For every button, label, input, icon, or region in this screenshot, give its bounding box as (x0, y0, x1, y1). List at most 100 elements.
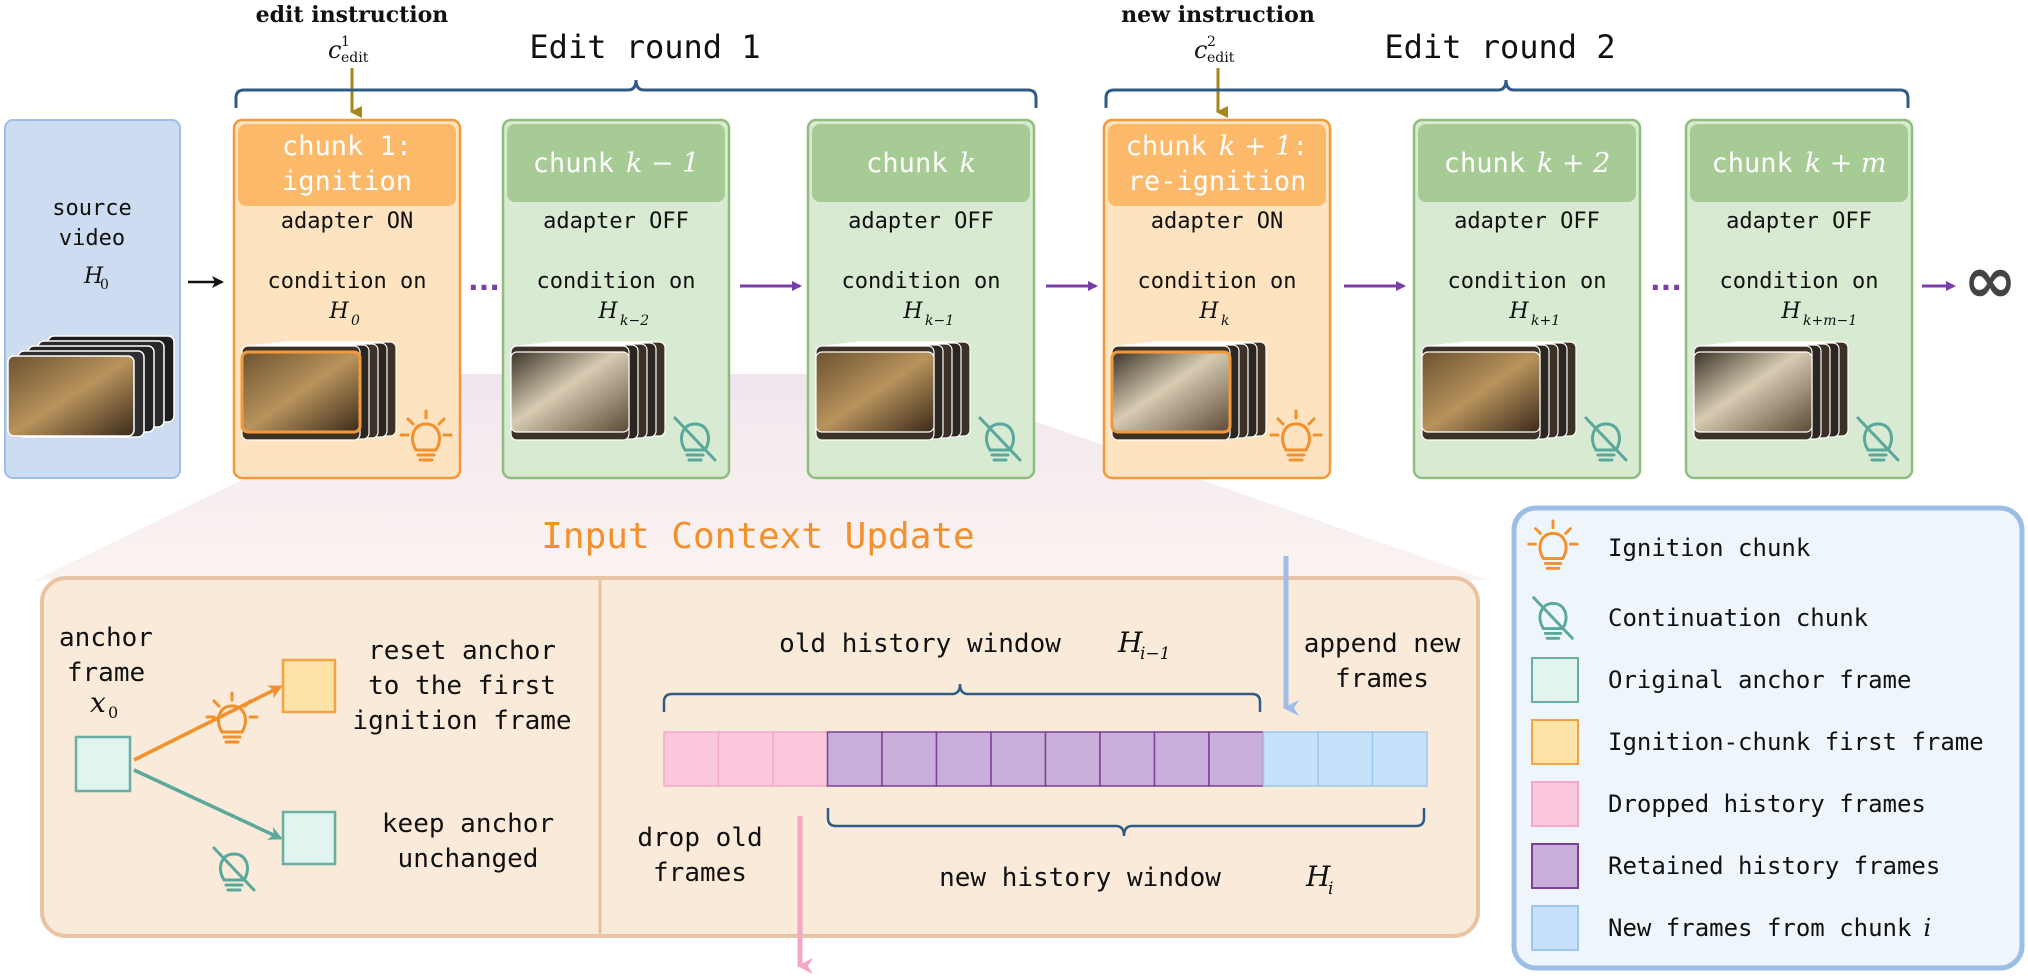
chunk-condition: condition on (842, 269, 1001, 294)
chunk-adapter: adapter ON (1151, 209, 1283, 234)
chunk-condition-sub: k (1221, 313, 1229, 329)
chunk-condition-symbol: H (902, 299, 923, 324)
new-instruction-symbol: c (1194, 36, 1207, 64)
new-frame (1371, 731, 1428, 787)
legend-item-6: Retained history frames (1531, 843, 1940, 889)
chunk-condition-symbol: H (328, 299, 349, 324)
new-frame (1262, 731, 1319, 787)
edit-instruction-sup: 1 (341, 34, 350, 50)
reset-line1: reset anchor (368, 636, 556, 666)
legend-swatch (1531, 905, 1579, 951)
new-instruction-2: new instruction c 2 edit (1121, 2, 1315, 118)
infinity-symbol: ∞ (1963, 244, 2016, 318)
chunk-adapter: adapter OFF (1726, 209, 1872, 234)
flow-ellipsis-1: ··· (468, 271, 500, 304)
legend-item-3: Original anchor frame (1531, 657, 1911, 703)
new-window-label: new history window (939, 863, 1221, 893)
legend-label: Ignition chunk (1608, 534, 1811, 562)
chunk-frame-stack (1421, 341, 1577, 441)
reset-line2: to the first (368, 671, 556, 701)
round1-label: Edit round 1 (529, 28, 760, 66)
edit-instruction-sub: edit (341, 50, 369, 66)
edit-instruction-label: edit instruction (256, 2, 449, 28)
new-window-sub: i (1328, 879, 1333, 899)
legend-label: Ignition-chunk first frame (1608, 728, 1984, 756)
legend-swatch (1531, 843, 1579, 889)
chunk-adapter: adapter ON (281, 209, 413, 234)
legend-swatch (1531, 657, 1579, 703)
chunk-title: chunk 1: (282, 131, 412, 162)
retained-frame (1044, 731, 1101, 787)
context-update-title: Input Context Update (541, 516, 974, 557)
anchor-section: anchor frame x 0 reset anchor to the fir… (59, 623, 572, 892)
append-line1: append new (1304, 629, 1461, 659)
chunk-condition-symbol: H (1508, 299, 1529, 324)
legend-label: Continuation chunk (1608, 604, 1869, 632)
new-window-brace (826, 808, 1426, 837)
new-instruction-sub: edit (1207, 50, 1235, 66)
unchanged-anchor-square (281, 810, 337, 866)
legend-swatch (1531, 781, 1579, 827)
anchor-sub: 0 (108, 703, 118, 722)
original-anchor-square (74, 735, 132, 793)
retained-frame (881, 731, 938, 787)
anchor-symbol: x (90, 686, 106, 719)
chunk-adapter: adapter OFF (848, 209, 994, 234)
source-frame-stack (7, 335, 175, 438)
history-section: old history window H i−1 new history win… (637, 556, 1461, 974)
keep-anchor-arrow (133, 768, 283, 840)
legend-label: Dropped history frames (1608, 790, 1926, 818)
legend-item-1: Ignition chunk (1527, 519, 1811, 570)
legend-swatch (1531, 719, 1579, 765)
chunk-title-line2: re-ignition (1128, 166, 1307, 197)
source-symbol: H (83, 264, 104, 289)
retained-frame (1208, 731, 1265, 787)
chunk-frame-stack (1693, 341, 1849, 441)
round2-label: Edit round 2 (1384, 28, 1615, 66)
reset-line3: ignition frame (352, 706, 571, 736)
edit-instruction-symbol: c (328, 36, 341, 64)
chunk-frame-stack (510, 341, 666, 441)
retained-frame (990, 731, 1047, 787)
ignition-first-frame-square (281, 658, 337, 714)
source-sub: 0 (100, 277, 109, 293)
new-frame (1317, 731, 1374, 787)
old-window-sub: i−1 (1140, 644, 1171, 664)
round1-brace (234, 79, 1038, 108)
chunk-condition: condition on (537, 269, 696, 294)
chunk-condition-sub: k+m−1 (1803, 313, 1857, 329)
chunk-condition-sub: k−1 (925, 313, 954, 329)
edit-instruction-1: edit instruction c 1 edit (256, 2, 449, 118)
anchor-line1: anchor (59, 623, 153, 653)
old-window-brace (662, 683, 1262, 712)
flow-ellipsis-2: ··· (1650, 271, 1682, 304)
chunk-condition-symbol: H (1780, 299, 1801, 324)
chunk-condition-symbol: H (1198, 299, 1219, 324)
chunk-condition-sub: k+1 (1531, 313, 1560, 329)
append-line2: frames (1335, 664, 1429, 694)
chunk-condition-sub: 0 (351, 313, 360, 329)
chunk-condition: condition on (1138, 269, 1297, 294)
chunk-adapter: adapter OFF (1454, 209, 1600, 234)
dropped-frame (772, 731, 829, 787)
source-line1: source (52, 196, 131, 221)
legend-item-5: Dropped history frames (1531, 781, 1926, 827)
retained-frame (935, 731, 992, 787)
reset-anchor-arrow (133, 685, 283, 762)
